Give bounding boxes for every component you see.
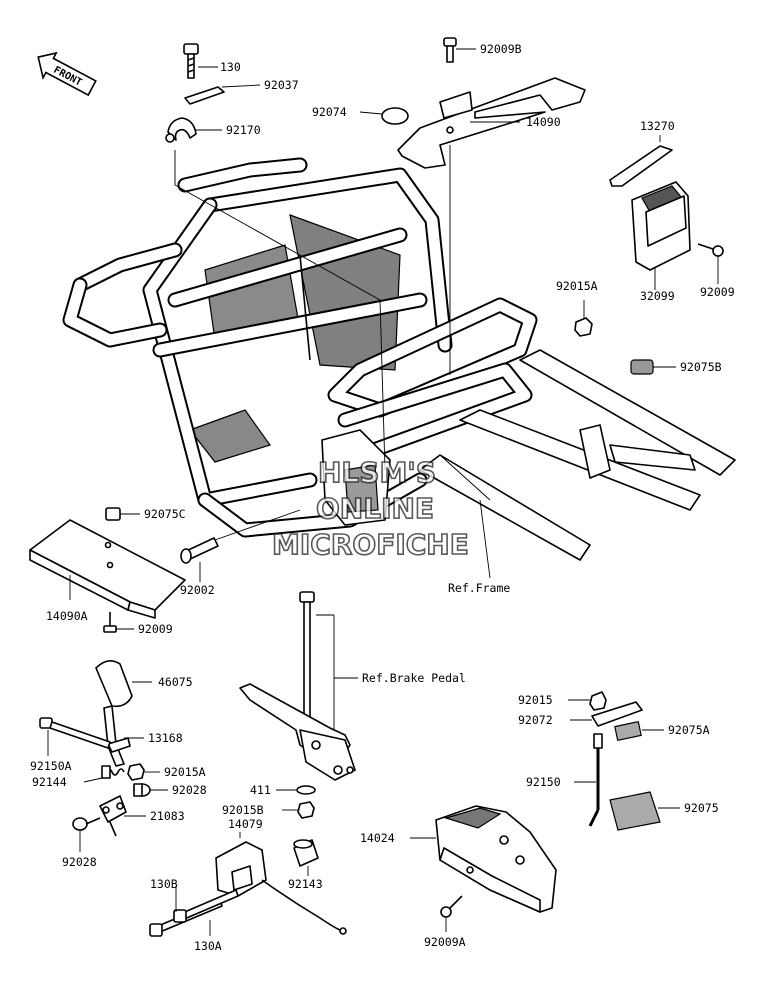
label-92150: 92150	[526, 775, 561, 789]
screw-92009-left	[103, 612, 117, 633]
screw-92009A	[440, 895, 463, 918]
pin-92002	[180, 537, 219, 564]
plate-13270	[609, 145, 673, 187]
label-92074: 92074	[312, 105, 347, 119]
label-92028-l: 92028	[62, 855, 97, 869]
pad-92075A	[614, 720, 642, 742]
label-ref-brake-pedal: Ref.Brake Pedal	[362, 671, 466, 685]
label-92028-r: 92028	[172, 783, 207, 797]
bushing-92028-r	[133, 783, 151, 797]
bushing-92028-l	[72, 817, 101, 831]
label-92144: 92144	[32, 775, 67, 789]
label-92009-top: 92009	[700, 285, 735, 299]
nut-92015A-top	[574, 317, 593, 337]
plug-92074	[381, 107, 409, 125]
label-14079: 14079	[228, 817, 263, 831]
nut-92015	[589, 691, 607, 711]
bolt-130	[183, 43, 199, 79]
bracket-92037	[184, 86, 225, 105]
label-92037: 92037	[264, 78, 299, 92]
label-ref-frame: Ref.Frame	[448, 581, 510, 595]
lever-13168	[103, 705, 131, 767]
watermark-line-1: HLSM'S	[318, 456, 436, 489]
watermark-line-2: ONLINE	[316, 492, 434, 525]
bolt-130A	[173, 889, 239, 923]
label-92143: 92143	[288, 877, 323, 891]
label-130B: 130B	[150, 877, 178, 891]
label-92075: 92075	[684, 801, 719, 815]
label-92009A: 92009A	[424, 935, 466, 949]
cover-14024	[435, 805, 557, 913]
brake-pedal-bracket	[239, 683, 356, 781]
spring-92144	[101, 765, 125, 779]
label-92015A-low: 92015A	[164, 765, 206, 779]
label-130A: 130A	[194, 939, 222, 953]
screw-92009-top	[697, 243, 724, 257]
link-21083	[99, 795, 127, 837]
label-92075C: 92075C	[144, 507, 186, 521]
label-46075: 46075	[158, 675, 193, 689]
frame-assembly	[62, 157, 736, 561]
label-14090A: 14090A	[46, 609, 88, 623]
label-92015A-top: 92015A	[556, 279, 598, 293]
cap-92075C	[105, 507, 121, 521]
label-32099: 32099	[640, 289, 675, 303]
label-13168: 13168	[148, 731, 183, 745]
label-14090: 14090	[526, 115, 561, 129]
label-92009-left: 92009	[138, 622, 173, 636]
label-92009B: 92009B	[480, 42, 522, 56]
rod-92150	[588, 733, 603, 827]
label-92002: 92002	[180, 583, 215, 597]
bracket-92072	[591, 701, 643, 727]
knob-46075	[95, 660, 133, 708]
box-32099	[631, 181, 691, 271]
nut-92015A-low	[127, 763, 145, 781]
front-arrow-icon: FRONT	[37, 51, 97, 97]
cover-plate-14090	[397, 77, 586, 169]
label-21083: 21083	[150, 809, 185, 823]
label-13270: 13270	[640, 119, 675, 133]
bolt-92150A	[39, 717, 111, 749]
pad-92075B	[630, 359, 654, 375]
label-92075A: 92075A	[668, 723, 710, 737]
label-130: 130	[220, 60, 241, 74]
nut-92015B	[297, 801, 315, 819]
label-92150A: 92150A	[30, 759, 72, 773]
cable-14079	[215, 841, 347, 935]
clamp-92170	[165, 117, 197, 143]
label-411: 411	[250, 783, 271, 797]
plate-14090A	[29, 519, 186, 619]
watermark-line-3: MICROFICHE	[272, 528, 469, 561]
brake-bolt	[299, 591, 315, 743]
label-92072: 92072	[518, 713, 553, 727]
sleeve-92143	[293, 839, 319, 867]
watermark: HLSM'S ONLINE MICROFICHE	[271, 455, 469, 562]
label-92170: 92170	[226, 123, 261, 137]
label-92015: 92015	[518, 693, 553, 707]
pad-92075	[609, 791, 661, 831]
bolt-92009B	[443, 37, 457, 63]
label-92075B: 92075B	[680, 360, 722, 374]
washer-411	[296, 785, 316, 795]
label-14024: 14024	[360, 831, 395, 845]
label-92015B: 92015B	[222, 803, 264, 817]
